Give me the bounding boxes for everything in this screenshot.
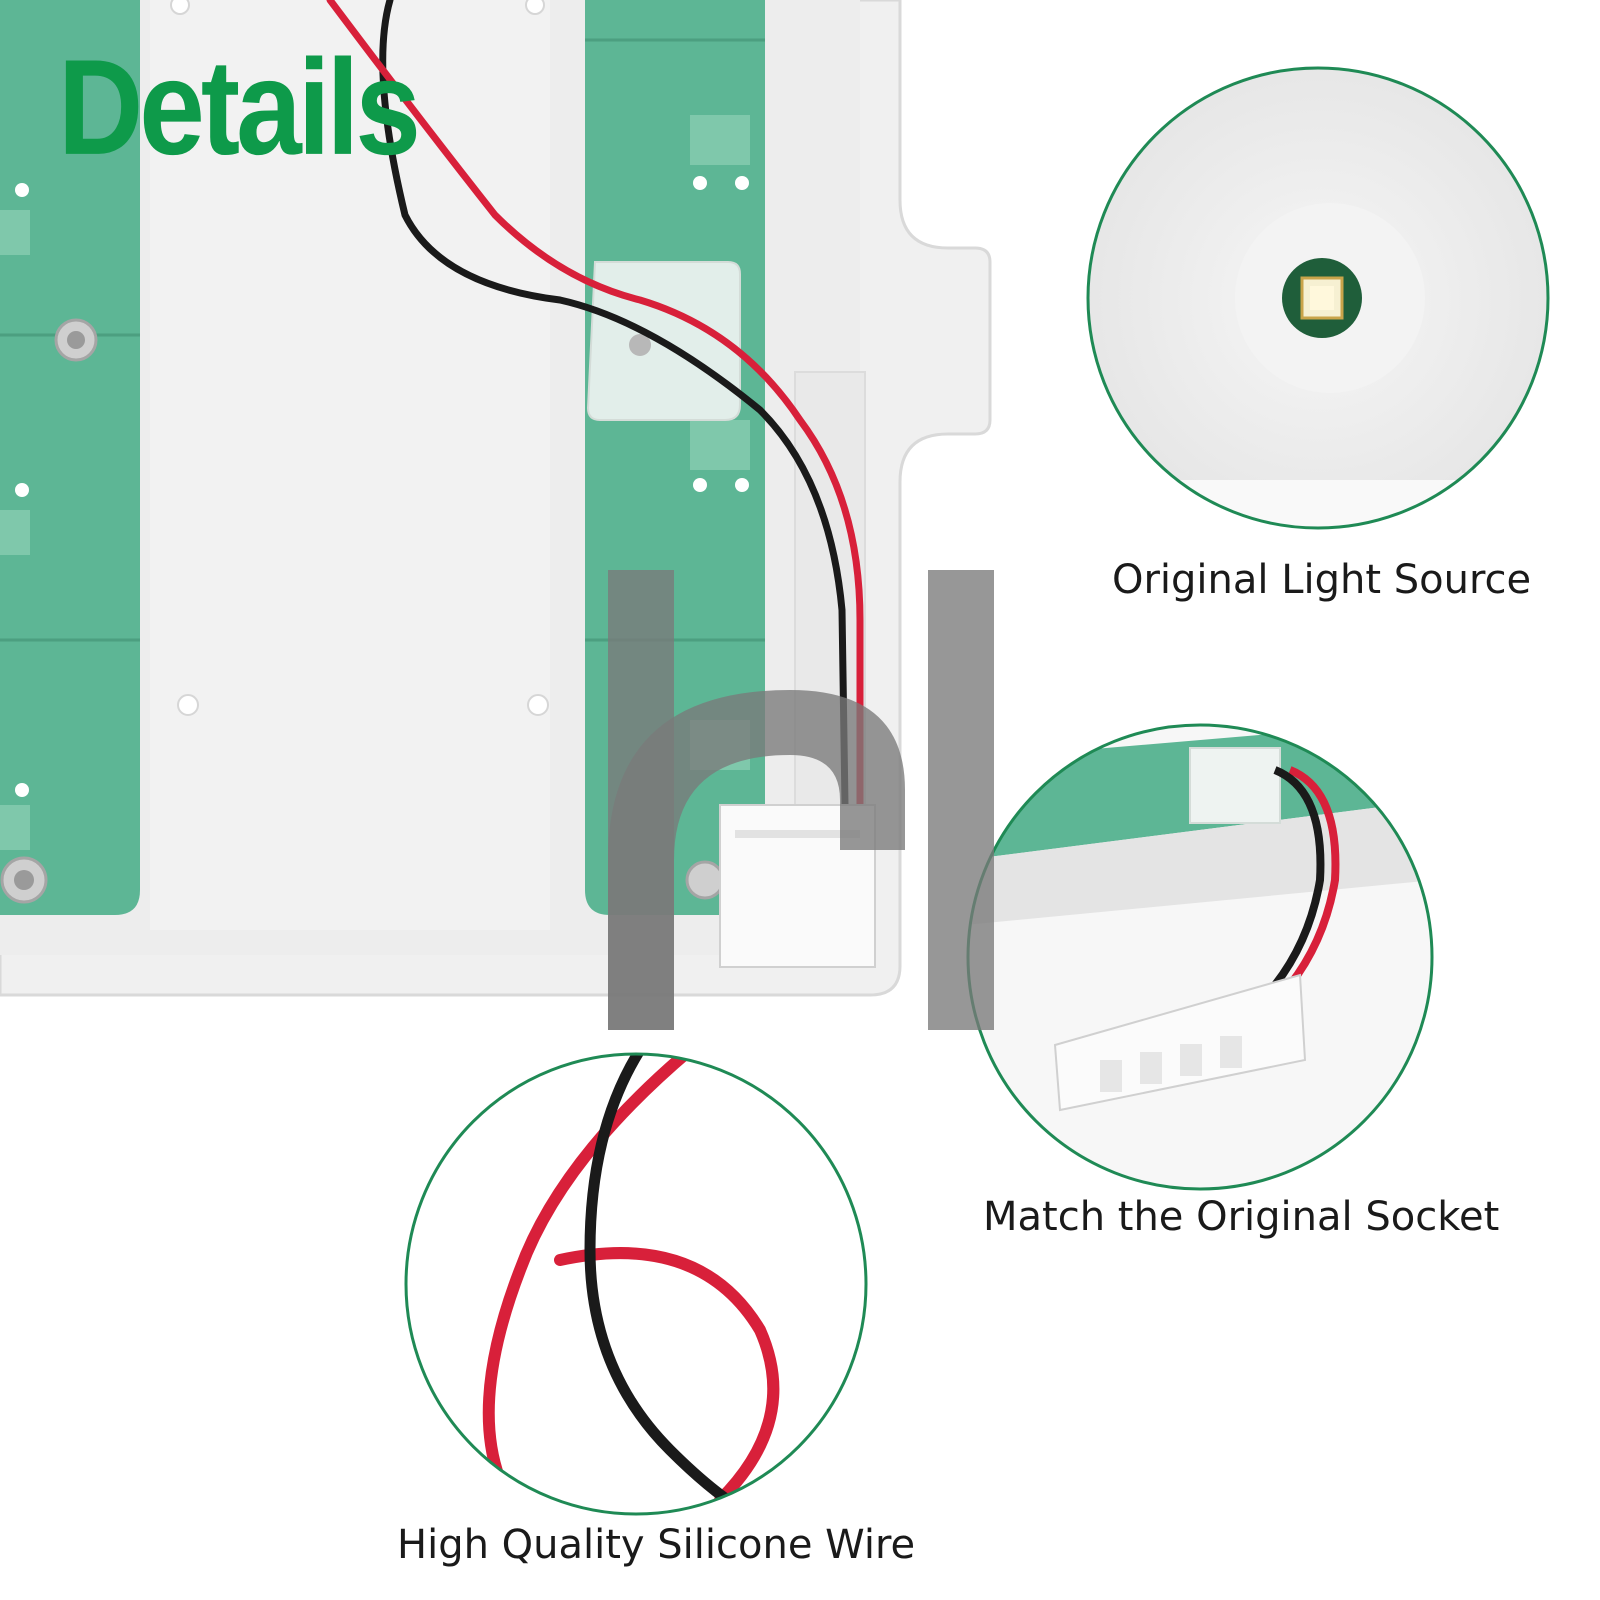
fixture-wires xyxy=(326,0,864,809)
led-chip xyxy=(1282,258,1362,338)
socket-caption: Match the Original Socket xyxy=(983,1194,1500,1240)
socket-connector xyxy=(1053,973,1307,1112)
light-source-caption: Original Light Source xyxy=(1112,557,1532,603)
light-source-closeup xyxy=(1086,66,1550,530)
wire-closeup xyxy=(404,1052,868,1516)
watermark-logo xyxy=(608,570,994,1030)
left-pcb-strip xyxy=(0,0,140,915)
wire-caption: High Quality Silicone Wire xyxy=(397,1522,916,1568)
page-title: Details xyxy=(58,31,421,184)
socket-closeup xyxy=(966,723,1434,1191)
housing-holes xyxy=(170,0,549,716)
